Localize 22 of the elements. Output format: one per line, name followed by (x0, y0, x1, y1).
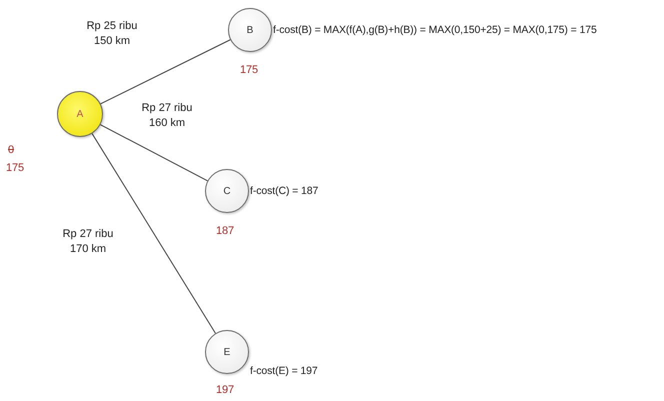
cost-formula: f-cost(E) = 197 (250, 365, 318, 377)
edge-label: Rp 27 ribu 170 km (62, 227, 114, 257)
edge-label: Rp 27 ribu 160 km (140, 101, 194, 131)
node-circle (205, 330, 249, 374)
node-circle (205, 169, 249, 213)
connector-line (92, 133, 216, 334)
cost-formula: f-cost(B) = MAX(f(A),g(B)+h(B)) = MAX(0,150+25) = MAX(0,175) = 175 (273, 24, 597, 36)
node-label: A (76, 108, 84, 120)
connector-line (100, 39, 231, 104)
node-circle (228, 8, 272, 52)
cost-value: 175 (6, 162, 24, 174)
cost-value: 197 (216, 384, 234, 396)
connector-line (100, 124, 208, 182)
cost-formula: f-cost(C) = 187 (250, 185, 318, 197)
cost-value: 175 (240, 64, 258, 76)
node-label: E (224, 346, 230, 358)
cost-value: 187 (216, 225, 234, 237)
edge-label: Rp 25 ribu 150 km (86, 19, 138, 49)
node-label: B (246, 24, 254, 36)
node-label: C (223, 186, 231, 196)
node-circle (57, 91, 103, 137)
struck-value: 0 (8, 144, 14, 156)
